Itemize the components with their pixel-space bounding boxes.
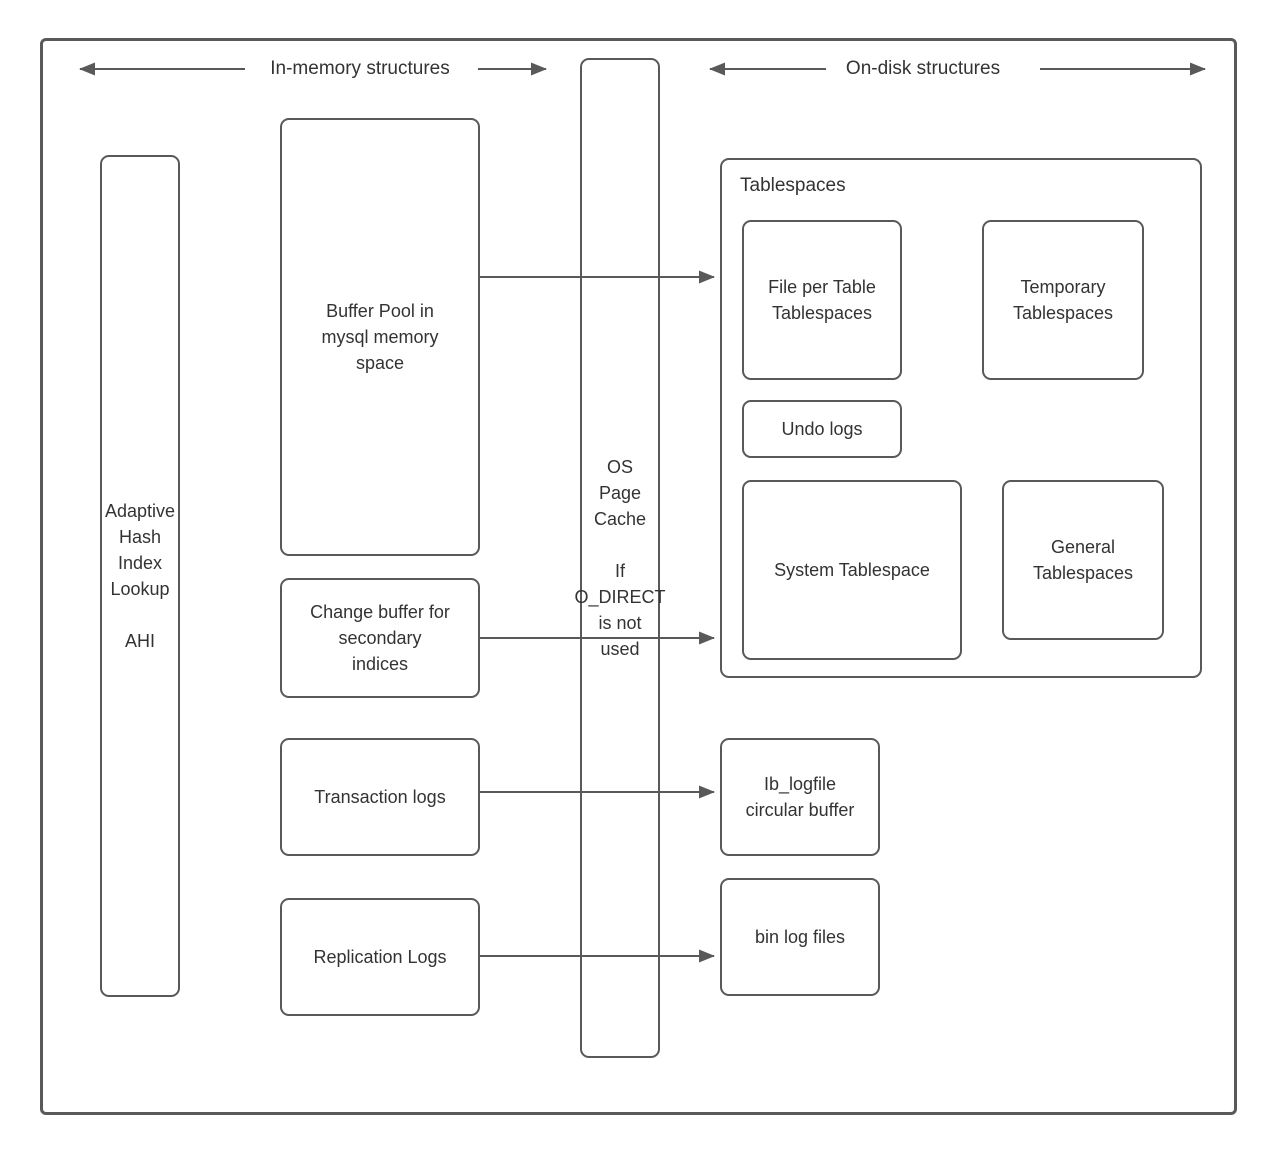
temporary-tablespaces-label: Temporary Tablespaces [1012,277,1114,323]
file-per-table-box: File per Table Tablespaces [742,220,902,380]
tablespaces-container: Tablespaces File per Table Tablespaces T… [720,158,1202,678]
replication-logs-label: Replication Logs [313,947,447,967]
bin-log-files-label: bin log files [754,927,846,947]
transaction-logs-label: Transaction logs [314,787,446,807]
tablespaces-title: Tablespaces [740,175,846,196]
buffer-pool-box: Buffer Pool in mysql memory space [280,118,480,556]
outer-frame [40,38,1237,1115]
os-page-cache-box: OS Page Cache If O_DIRECT is not used [574,58,666,1058]
replication-logs-box: Replication Logs [280,898,480,1016]
in-memory-structures-header: In-memory structures [270,58,450,79]
bin-log-files-box: bin log files [720,878,880,996]
adaptive-hash-index-label: Adaptive Hash Index Lookup AHI [104,501,176,651]
on-disk-structures-header: On-disk structures [845,58,1001,79]
system-tablespace-label: System Tablespace [774,560,930,580]
transaction-logs-box: Transaction logs [280,738,480,856]
system-tablespace-box: System Tablespace [742,480,962,660]
os-page-cache-label: OS Page Cache If O_DIRECT is not used [574,457,666,659]
general-tablespaces-label: General Tablespaces [1032,537,1134,583]
file-per-table-label: File per Table Tablespaces [768,277,876,323]
adaptive-hash-index-box: Adaptive Hash Index Lookup AHI [100,155,180,997]
buffer-pool-label: Buffer Pool in mysql memory space [321,301,439,373]
temporary-tablespaces-box: Temporary Tablespaces [982,220,1144,380]
change-buffer-label: Change buffer for secondary indices [310,602,450,674]
ib-logfile-label: Ib_logfile circular buffer [745,774,855,820]
general-tablespaces-box: General Tablespaces [1002,480,1164,640]
undo-logs-box: Undo logs [742,400,902,458]
ib-logfile-box: Ib_logfile circular buffer [720,738,880,856]
undo-logs-label: Undo logs [781,419,863,439]
change-buffer-box: Change buffer for secondary indices [280,578,480,698]
